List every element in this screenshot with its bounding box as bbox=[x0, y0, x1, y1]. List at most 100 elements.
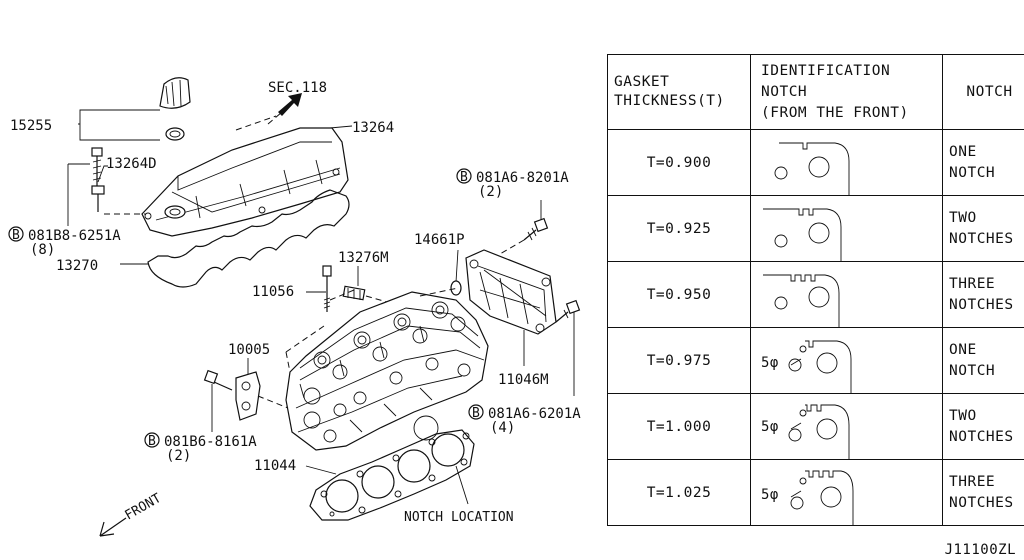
side-bolt bbox=[203, 369, 233, 391]
thickness-cell: T=0.950 bbox=[607, 261, 751, 328]
table-row: T=1.000 5φ TWO NOTCHES bbox=[607, 393, 1024, 460]
thickness-cell: T=0.925 bbox=[607, 195, 751, 262]
callout-081a6-6201a-qty: (4) bbox=[490, 420, 515, 436]
header-notch-line3: (FROM THE FRONT) bbox=[761, 104, 909, 121]
thickness-cell: T=1.025 bbox=[607, 459, 751, 526]
rear-plate bbox=[465, 249, 557, 335]
table-row: T=0.975 5φ ONE NOTCH bbox=[607, 327, 1024, 394]
notch-count-line1: THREE bbox=[949, 275, 996, 292]
notch-count-line2: NOTCHES bbox=[949, 494, 1014, 511]
callout-15255: 15255 bbox=[10, 118, 52, 134]
front-arrow-icon bbox=[99, 517, 127, 537]
notch-count-cell: ONE NOTCH bbox=[942, 327, 1024, 394]
callout-notch-location: NOTCH LOCATION bbox=[404, 510, 514, 525]
callout-081a6-8201a-qty: (2) bbox=[478, 184, 503, 200]
table-header-row: GASKET THICKNESS(T) IDENTIFICATION NOTCH… bbox=[607, 54, 1024, 130]
notch-diagram-three bbox=[763, 274, 840, 327]
callout-081a6-6201a: 081A6-6201A bbox=[488, 406, 581, 422]
notch-count-line2: NOTCH bbox=[949, 362, 996, 379]
bolt-marker-icon bbox=[468, 404, 484, 420]
notch-count-cell: THREE NOTCHES bbox=[942, 261, 1024, 328]
callout-081a6-8201a: 081A6-8201A bbox=[476, 170, 569, 186]
table-row: T=0.925 TWO NOTCHES bbox=[607, 195, 1024, 262]
notch-location-highlight bbox=[413, 415, 439, 441]
header-identification-notch: IDENTIFICATION NOTCH (FROM THE FRONT) bbox=[750, 54, 943, 130]
notch-diagram-one-hole: 5φ bbox=[761, 340, 852, 393]
hole-diameter-mark: 5φ bbox=[761, 487, 779, 503]
callout-13264d: 13264D bbox=[106, 156, 157, 172]
notch-count-line2: NOTCH bbox=[949, 164, 996, 181]
thickness-cell: T=1.000 bbox=[607, 393, 751, 460]
callout-081b6-8161a: 081B6-8161A bbox=[164, 434, 257, 450]
callout-081b8-qty: (8) bbox=[30, 242, 55, 258]
notch-illustration-cell: 5φ bbox=[750, 393, 943, 460]
lower-plate-bolt bbox=[555, 299, 581, 323]
callout-13276m: 13276M bbox=[338, 250, 389, 266]
notch-diagram-one bbox=[774, 142, 850, 195]
notch-count-line1: TWO bbox=[949, 407, 977, 424]
notch-diagram-three-hole: 5φ bbox=[761, 470, 854, 525]
notch-count-line1: THREE bbox=[949, 473, 996, 490]
rocker-cover-gasket bbox=[147, 189, 350, 288]
callout-11046m: 11046M bbox=[498, 372, 549, 388]
callout-front: FRONT bbox=[123, 491, 165, 524]
notch-illustration-cell: 5φ bbox=[750, 327, 943, 394]
callout-081b6-8161a-qty: (2) bbox=[166, 448, 191, 464]
notch-illustration-cell bbox=[750, 129, 943, 196]
header-thickness-line1: GASKET bbox=[614, 74, 670, 90]
notch-count-cell: THREE NOTCHES bbox=[942, 459, 1024, 526]
header-notch-line2: NOTCH bbox=[761, 83, 808, 100]
thickness-cell: T=0.975 bbox=[607, 327, 751, 394]
notch-diagram-two-hole: 5φ bbox=[761, 404, 850, 459]
notch-count-line1: ONE bbox=[949, 143, 977, 160]
header-notch-line1: IDENTIFICATION bbox=[761, 62, 891, 79]
table-row: T=0.950 THREE NOTCHES bbox=[607, 261, 1024, 328]
plug bbox=[342, 285, 366, 301]
table-row: T=0.900 ONE NOTCH bbox=[607, 129, 1024, 196]
diagram-reference-code: J11100ZL bbox=[944, 542, 1016, 558]
head-bolt bbox=[322, 265, 332, 312]
header-thickness-line2: THICKNESS(T) bbox=[614, 93, 725, 109]
bolt-marker-icon bbox=[8, 226, 24, 242]
notch-count-cell: ONE NOTCH bbox=[942, 129, 1024, 196]
plate-seal bbox=[450, 280, 462, 296]
notch-count-line2: NOTCHES bbox=[949, 428, 1014, 445]
bolt-marker-b: B bbox=[472, 406, 480, 421]
bolt-marker-b: B bbox=[12, 228, 20, 243]
notch-count-line2: NOTCHES bbox=[949, 296, 1014, 313]
header-gasket-thickness: GASKET THICKNESS(T) bbox=[607, 54, 751, 130]
callout-14661p: 14661P bbox=[414, 232, 465, 248]
gasket-thickness-table: GASKET THICKNESS(T) IDENTIFICATION NOTCH… bbox=[607, 54, 1024, 526]
callout-081b8-6251a: 081B8-6251A bbox=[28, 228, 121, 244]
notch-count-line1: TWO bbox=[949, 209, 977, 226]
thickness-cell: T=0.900 bbox=[607, 129, 751, 196]
bolt-marker-b: B bbox=[148, 434, 156, 449]
callout-10005: 10005 bbox=[228, 342, 270, 358]
notch-count-cell: TWO NOTCHES bbox=[942, 195, 1024, 262]
callout-11044: 11044 bbox=[254, 458, 296, 474]
notch-count-line2: NOTCHES bbox=[949, 230, 1014, 247]
rocker-cover bbox=[141, 127, 349, 237]
notch-diagram-two bbox=[763, 208, 842, 261]
header-notch-count: NOTCH bbox=[942, 54, 1024, 130]
cylinder-head bbox=[285, 291, 489, 451]
bolt-marker-icon bbox=[144, 432, 160, 448]
notch-illustration-cell bbox=[750, 261, 943, 328]
head-gasket bbox=[309, 429, 475, 521]
notch-illustration-cell: 5φ bbox=[750, 459, 943, 526]
table-row: T=1.025 5φ THREE NOTCHES bbox=[607, 459, 1024, 526]
callout-13264: 13264 bbox=[352, 120, 394, 136]
bolt-marker-icon bbox=[456, 168, 472, 184]
sec-arrow-icon bbox=[278, 93, 302, 116]
notch-illustration-cell bbox=[750, 195, 943, 262]
hole-diameter-mark: 5φ bbox=[761, 355, 779, 371]
cover-grommet bbox=[91, 185, 105, 212]
cover-bolt bbox=[91, 147, 103, 190]
hole-diameter-mark: 5φ bbox=[761, 419, 779, 435]
side-cover-gasket bbox=[235, 371, 261, 421]
callout-sec-118: SEC.118 bbox=[268, 80, 327, 96]
notch-count-line1: ONE bbox=[949, 341, 977, 358]
callout-13270: 13270 bbox=[56, 258, 98, 274]
callout-11056: 11056 bbox=[252, 284, 294, 300]
